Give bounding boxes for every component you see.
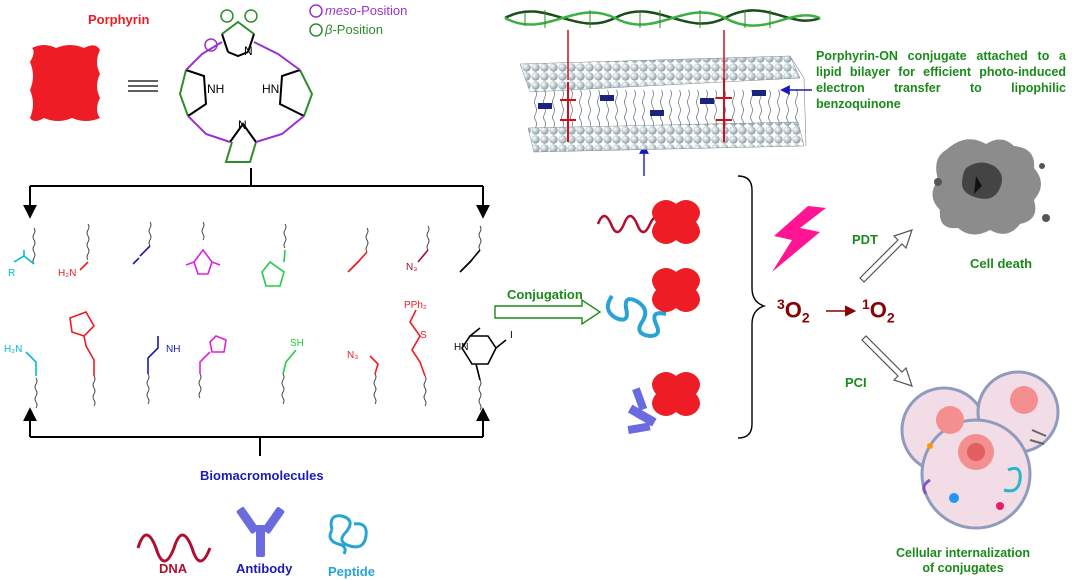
cells-internalization-icon	[900, 370, 1060, 530]
biomacromolecules-title: Biomacromolecules	[200, 468, 324, 483]
bottom-bracket	[23, 407, 490, 456]
dna-helix	[504, 9, 821, 80]
porphyrin-icon	[30, 45, 100, 121]
lipid-bilayer	[519, 55, 807, 153]
beta-prefix: β	[325, 22, 333, 37]
beta-legend-icon	[309, 23, 323, 37]
nh-label: NH	[207, 82, 225, 96]
antibody-label: Antibody	[236, 561, 293, 576]
linker-r-label: R	[8, 268, 16, 279]
beta-position-label: β-Position	[325, 22, 383, 37]
conjugation-arrow	[494, 298, 602, 326]
porphyrin-structure	[178, 20, 314, 163]
conjugate-peptide	[605, 268, 700, 339]
meso-marker	[204, 38, 218, 52]
linker-n3-2-label: N₃	[347, 350, 359, 361]
internalization-line-1: Cellular internalization	[896, 546, 1031, 560]
linker-n3-label: N₃	[406, 262, 418, 273]
pci-label: PCI	[845, 375, 867, 390]
linker-h2n-label: H₂N	[58, 268, 77, 279]
peptide-label: Peptide	[328, 564, 375, 579]
beta-suffix: -Position	[332, 22, 384, 37]
internalization-line-2: of conjugates	[922, 561, 1004, 575]
pdt-arrow	[859, 229, 913, 283]
meso-legend-icon	[309, 4, 323, 18]
meso-position-label: meso-Position	[325, 3, 407, 18]
dna-icon	[136, 533, 212, 563]
triplet-sub: 2	[801, 309, 810, 326]
porphyrin-icon-1	[652, 200, 700, 244]
porphyrin-icon-2	[652, 268, 700, 312]
singlet-sub: 2	[886, 309, 895, 326]
linker-nh-label: NH	[166, 344, 181, 355]
beta-marker-1	[220, 9, 234, 23]
triplet-base: O	[784, 297, 802, 323]
dead-cell-icon	[932, 139, 1050, 235]
meso-suffix: -Position	[356, 3, 408, 18]
linker-s-label: S	[420, 330, 427, 341]
conjugate-brace	[737, 175, 767, 439]
porphyrin-title: Porphyrin	[88, 12, 150, 27]
singlet-sup: 1	[862, 296, 870, 312]
lightning-icon	[772, 206, 826, 272]
n-bottom-label: N	[238, 118, 247, 132]
linker-i-label: I	[510, 330, 513, 341]
conjugate-antibody	[627, 372, 700, 435]
linker-h2n-2-label: H₂N	[4, 344, 23, 355]
porphyrin-icon-3	[652, 372, 700, 416]
singlet-oxygen: 1O2	[862, 296, 895, 326]
pci-arrow	[861, 335, 913, 387]
internalization-label: Cellular internalization of conjugates	[896, 546, 1030, 576]
triplet-oxygen: 3O2	[777, 296, 810, 326]
beta-marker-2	[244, 9, 258, 23]
linker-sh-label: SH	[290, 338, 304, 349]
top-bracket	[23, 168, 490, 219]
singlet-base: O	[869, 297, 887, 323]
linkers-row-1	[13, 221, 482, 287]
hn-label: HN	[262, 82, 280, 96]
n-top-label: N	[244, 44, 253, 58]
linker-pph2-label: PPh₂	[404, 300, 427, 311]
cell-death-label: Cell death	[970, 256, 1033, 271]
bilayer-note: Porphyrin-ON conjugate attached to a lip…	[816, 49, 1066, 111]
antibody-icon	[236, 507, 285, 557]
peptide-icon	[328, 514, 368, 555]
triplet-sup: 3	[777, 296, 785, 312]
equivalent-sign	[128, 80, 158, 92]
dna-label: DNA	[159, 561, 188, 576]
pdt-label: PDT	[852, 232, 878, 247]
linkers-row-2	[25, 309, 507, 411]
conjugate-dna	[596, 200, 700, 244]
linker-hn-label: HN	[454, 342, 469, 353]
meso-prefix: meso	[325, 3, 357, 18]
conjugation-label: Conjugation	[507, 287, 583, 302]
